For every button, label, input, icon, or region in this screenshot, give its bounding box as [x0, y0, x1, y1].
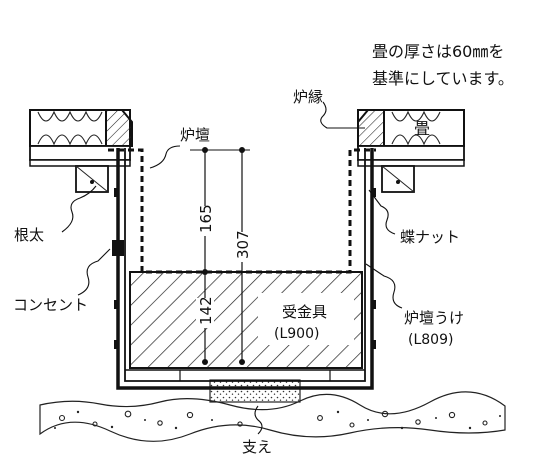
- label-ukekanagu: 受金具: [282, 303, 327, 321]
- leader-lines: [61, 101, 403, 435]
- dim-307: 307: [234, 230, 252, 259]
- label-rohuchi: 炉縁: [293, 88, 323, 106]
- note-line-2: 基準にしています。: [372, 69, 514, 88]
- label-rodan: 炉壇: [180, 126, 210, 144]
- label-chou-nut: 蝶ナット: [400, 228, 460, 246]
- dim-142: 142: [197, 296, 215, 325]
- outlet-box: [112, 240, 124, 256]
- label-rodan-uke: 炉壇うけ: [404, 309, 464, 327]
- tatami-right: [357, 109, 465, 193]
- note-line-1: 畳の厚さは60㎜を: [372, 42, 504, 61]
- tatami-left: [29, 109, 133, 193]
- hearth-box-dashed: [108, 148, 376, 274]
- label-ukekanagu-code: (L900): [274, 326, 319, 342]
- label-concent: コンセント: [13, 296, 88, 314]
- dimension-lines: [190, 147, 251, 365]
- support-block: [209, 379, 301, 403]
- ground: [39, 391, 506, 442]
- label-sasae: 支え: [242, 438, 272, 456]
- dim-165: 165: [197, 204, 215, 233]
- label-tatami: 畳: [414, 119, 430, 138]
- label-neda: 根太: [14, 226, 44, 244]
- label-rodan-uke-code: (L809): [408, 332, 453, 348]
